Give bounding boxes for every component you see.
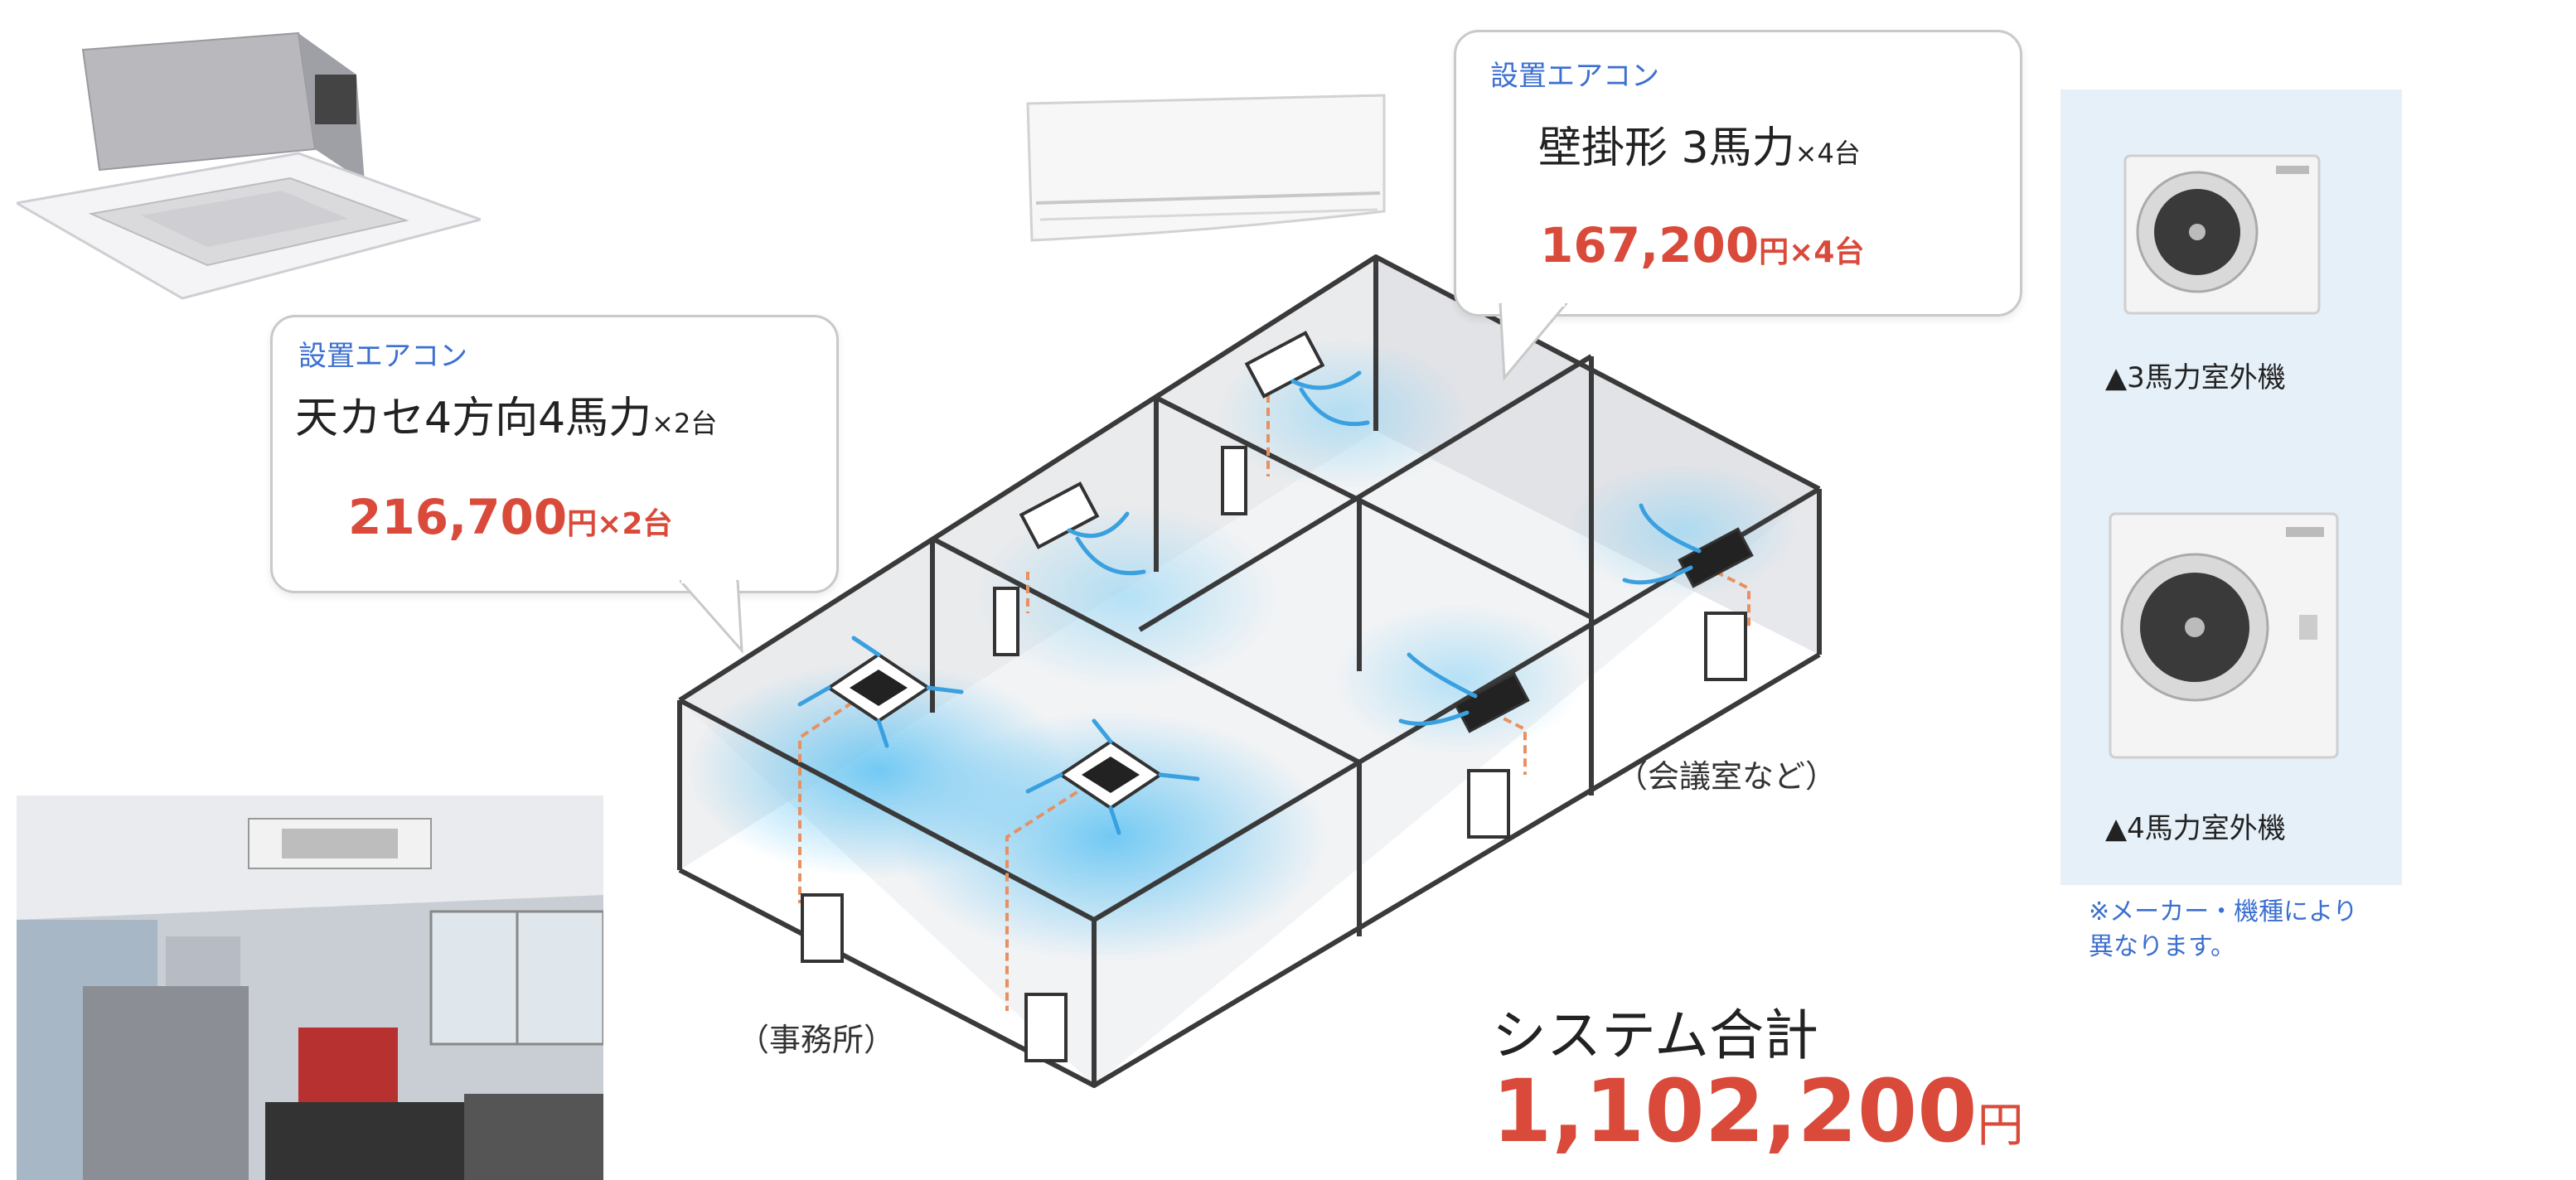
wall-mounted-ac-image — [1026, 94, 1386, 242]
left-bubble-model-name: 天カセ4方向4馬力 — [295, 394, 652, 443]
right-bubble-model-name: 壁掛形 3馬力 — [1538, 123, 1795, 173]
manufacturer-note: ※メーカー・機種により 異なります。 — [2089, 895, 2358, 965]
outdoor-unit-4hp-image — [2109, 512, 2339, 759]
floor-fixture-3 — [1467, 769, 1510, 839]
wall-unit-3 — [1454, 672, 1530, 733]
system-total-unit: 円 — [1977, 1099, 2024, 1153]
left-bubble-price: 216,700円×2台 — [348, 489, 672, 545]
left-bubble-qty: ×2台 — [651, 408, 718, 439]
floor-fixture-1 — [801, 893, 844, 963]
outdoor-unit-4hp-caption: ▲4馬力室外機 — [2105, 812, 2286, 845]
left-ac-bubble — [270, 315, 839, 593]
system-total-value: 1,102,200円 — [1492, 1061, 2024, 1162]
left-bubble-price-value: 216,700 — [348, 489, 568, 545]
cool-air-zone-6 — [1566, 464, 1799, 597]
system-total-label: システム合計 — [1492, 1003, 1819, 1067]
meeting-room-label: （会議室など） — [1616, 758, 1838, 795]
ceiling-cassette-unit-2 — [1058, 739, 1164, 810]
floor-fixture-2 — [1024, 993, 1068, 1062]
office-room-label: （事務所） — [738, 1022, 896, 1058]
manufacturer-note-line2: 異なります。 — [2089, 932, 2235, 961]
left-bubble-price-unit: 円×2台 — [567, 507, 673, 541]
right-bubble-price-value: 167,200 — [1540, 217, 1760, 273]
left-bubble-tail — [680, 580, 743, 655]
right-bubble-tail — [1499, 303, 1568, 381]
cool-air-zone-5 — [1334, 605, 1583, 754]
floor-fixture-4 — [1704, 612, 1747, 681]
right-bubble-price: 167,200円×4台 — [1540, 217, 1864, 273]
cool-air-zone-3 — [978, 505, 1276, 688]
office-interior-photo — [17, 796, 603, 1180]
manufacturer-note-line1: ※メーカー・機種により — [2089, 897, 2358, 926]
right-bubble-qty: ×4台 — [1794, 138, 1861, 169]
left-bubble-model: 天カセ4方向4馬力×2台 — [295, 383, 717, 445]
wall-fixture-2 — [1221, 446, 1247, 515]
cool-air-zone-2 — [895, 713, 1326, 961]
right-bubble-label: 設置エアコン — [1490, 60, 1659, 93]
outdoor-unit-3hp-caption: ▲3馬力室外機 — [2105, 361, 2286, 394]
outdoor-unit-3hp-image — [2123, 154, 2321, 315]
right-ac-bubble — [1454, 30, 2022, 317]
system-total-amount: 1,102,200 — [1492, 1061, 1978, 1162]
right-bubble-model: 壁掛形 3馬力×4台 — [1538, 113, 1861, 175]
wall-unit-4 — [1678, 527, 1754, 588]
left-bubble-label: 設置エアコン — [298, 340, 467, 373]
right-bubble-price-unit: 円×4台 — [1759, 235, 1865, 269]
ceiling-cassette-ac-image — [17, 31, 481, 300]
wall-fixture-1 — [993, 587, 1019, 656]
